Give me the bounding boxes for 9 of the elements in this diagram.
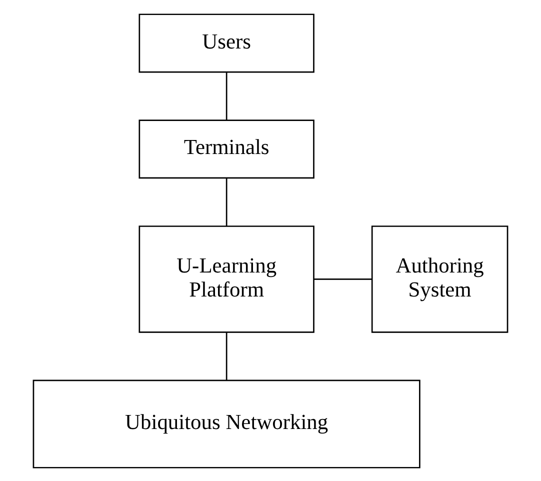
node-box: U-Learning Platform <box>138 225 314 332</box>
connector <box>226 332 228 380</box>
connector <box>314 278 372 280</box>
node-box: Authoring System <box>371 225 508 332</box>
node-box: Terminals <box>138 119 314 178</box>
node-box: Ubiquitous Networking <box>32 379 420 468</box>
connector <box>226 178 228 226</box>
node-box: Users <box>138 13 314 72</box>
connector <box>226 72 228 120</box>
